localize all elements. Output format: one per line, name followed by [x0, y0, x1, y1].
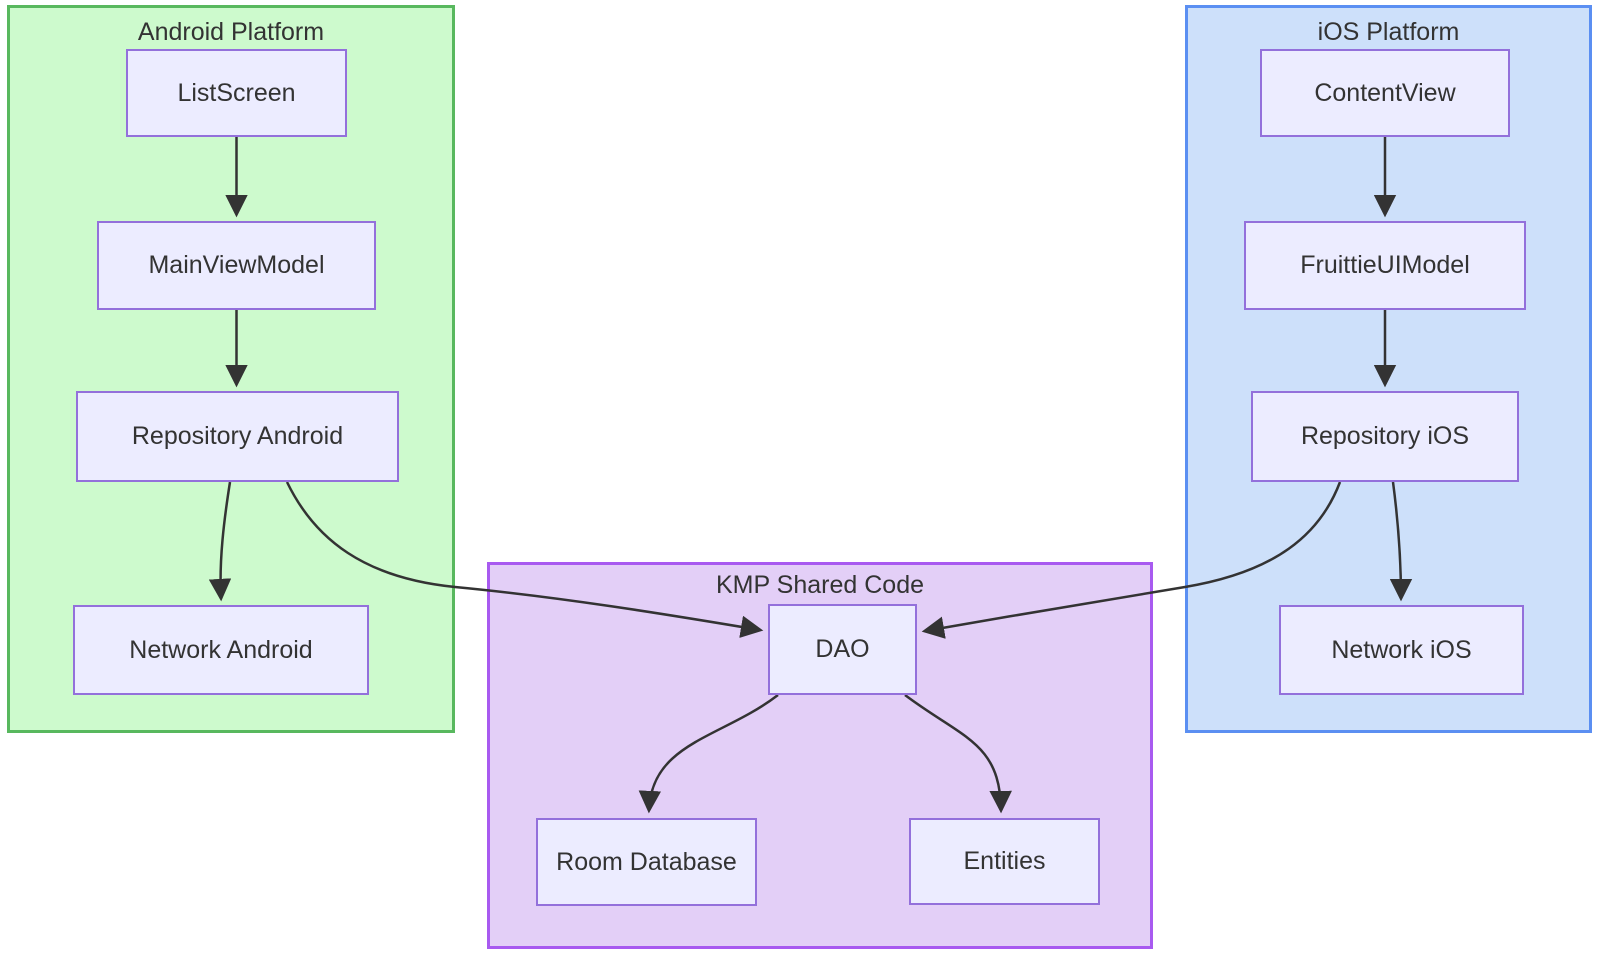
- node-network-android-label: Network Android: [129, 635, 313, 664]
- node-contentview-label: ContentView: [1314, 78, 1456, 107]
- node-mainviewmodel: MainViewModel: [97, 221, 376, 310]
- node-room-database-label: Room Database: [556, 847, 737, 876]
- node-contentview: ContentView: [1260, 49, 1510, 137]
- subgraph-ios-title: iOS Platform: [1317, 18, 1460, 46]
- node-entities-label: Entities: [963, 847, 1046, 875]
- node-repository-android-label: Repository Android: [131, 422, 344, 450]
- node-repository-ios: Repository iOS: [1251, 391, 1519, 482]
- node-listscreen: ListScreen: [126, 49, 347, 137]
- node-listscreen-label: ListScreen: [177, 78, 296, 107]
- node-entities: Entities: [909, 818, 1100, 905]
- node-network-android: Network Android: [73, 605, 369, 695]
- node-repository-android: Repository Android: [76, 391, 399, 482]
- node-mainviewmodel-label: MainViewModel: [148, 251, 325, 279]
- node-network-ios-label: Network iOS: [1331, 635, 1472, 664]
- node-dao-label: DAO: [815, 635, 870, 663]
- node-room-database: Room Database: [536, 818, 757, 906]
- node-repository-ios-label: Repository iOS: [1300, 422, 1470, 450]
- node-dao: DAO: [768, 604, 917, 695]
- node-fruittieuimodel-label: FruittieUIModel: [1300, 251, 1470, 279]
- node-network-ios: Network iOS: [1279, 605, 1524, 695]
- subgraph-kmp-title: KMP Shared Code: [716, 571, 924, 599]
- node-fruittieuimodel: FruittieUIModel: [1244, 221, 1526, 310]
- subgraph-android-title: Android Platform: [137, 18, 325, 46]
